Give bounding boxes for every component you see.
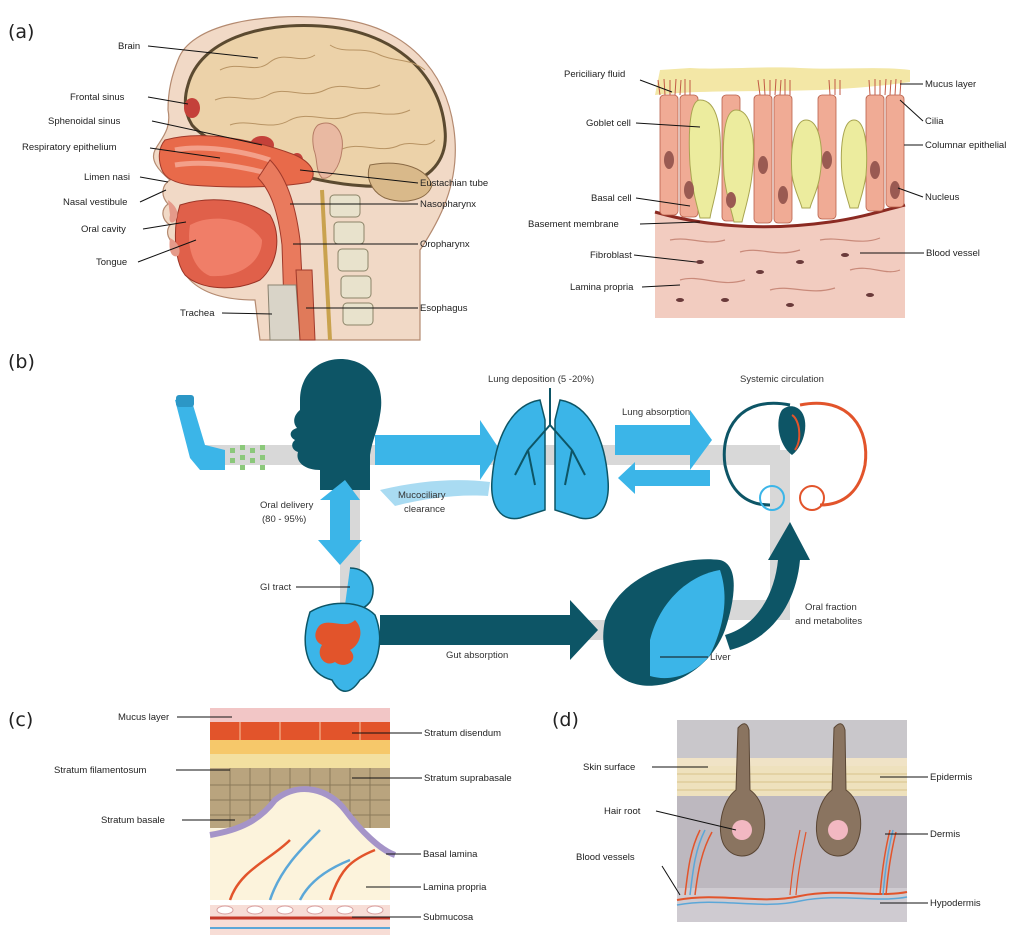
label-liver: Liver (710, 652, 731, 663)
label-sphenoidal-sinus: Sphenoidal sinus (48, 116, 121, 127)
label-and-metabolites: and metabolites (795, 616, 862, 627)
label-epidermis: Epidermis (930, 772, 972, 783)
label-stratum-disendum: Stratum disendum (424, 728, 501, 739)
label-blood-vessels: Blood vessels (576, 852, 635, 863)
label-skin-surface: Skin surface (583, 762, 635, 773)
label-c-lamina-propria: Lamina propria (423, 882, 487, 893)
label-gi-tract: GI tract (260, 582, 292, 593)
label-hair-root: Hair root (604, 806, 641, 817)
arrow-return (618, 462, 710, 494)
panel-label-a: (a) (8, 21, 34, 43)
label-columnar-epithelial: Columnar epithelial (925, 140, 1006, 151)
label-eustachian-tube: Eustachian tube (420, 178, 488, 189)
label-basal-lamina: Basal lamina (423, 849, 478, 860)
label-gut-absorption: Gut absorption (446, 650, 508, 661)
label-tongue: Tongue (96, 257, 127, 268)
label-dermis: Dermis (930, 829, 960, 840)
label-trachea: Trachea (180, 308, 215, 319)
panel-label-d: (d) (552, 709, 579, 731)
label-goblet-cell: Goblet cell (586, 118, 631, 129)
label-nucleus: Nucleus (925, 192, 960, 203)
drug-pathway-diagram (175, 359, 866, 691)
head-silhouette-icon (291, 359, 382, 490)
mucosa-layers-illustration (210, 708, 395, 935)
label-fibroblast: Fibroblast (590, 250, 632, 261)
head-cross-section-illustration (153, 17, 455, 340)
panel-label-c: (c) (8, 709, 33, 731)
label-stratum-suprabasale: Stratum suprabasale (424, 773, 512, 784)
label-periciliary-fluid: Periciliary fluid (564, 69, 625, 80)
label-oropharynx: Oropharynx (420, 239, 470, 250)
respiratory-epithelium-illustration (655, 67, 910, 318)
label-nasopharynx: Nasopharynx (420, 199, 476, 210)
label-stratum-filamentosum: Stratum filamentosum (54, 765, 146, 776)
label-respiratory-epithelium: Respiratory epithelium (22, 142, 117, 153)
label-oral-delivery-pct: (80 - 95%) (262, 514, 306, 525)
label-mucus-layer: Mucus layer (925, 79, 976, 90)
label-frontal-sinus: Frontal sinus (70, 92, 125, 103)
liver-icon (603, 559, 734, 686)
label-mucociliary: Mucociliary (398, 490, 446, 501)
label-submucosa: Submucosa (423, 912, 474, 923)
label-esophagus: Esophagus (420, 303, 468, 314)
panel-label-b: (b) (8, 351, 35, 373)
label-brain: Brain (118, 41, 140, 52)
label-oral-fraction: Oral fraction (805, 602, 857, 613)
label-lung-deposition: Lung deposition (5 -20%) (488, 374, 594, 385)
label-lung-absorption: Lung absorption (622, 407, 690, 418)
label-hypodermis: Hypodermis (930, 898, 981, 909)
label-limen-nasi: Limen nasi (84, 172, 130, 183)
label-c-mucus-layer: Mucus layer (118, 712, 169, 723)
skin-cross-section-illustration (677, 720, 907, 922)
label-lamina-propria: Lamina propria (570, 282, 634, 293)
label-basement-membrane: Basement membrane (528, 219, 619, 230)
label-cilia: Cilia (925, 116, 944, 127)
arrow-oral-fraction (725, 522, 810, 650)
label-clearance: clearance (404, 504, 445, 515)
arrow-to-lung (375, 420, 500, 480)
label-stratum-basale: Stratum basale (101, 815, 165, 826)
inhaler-icon (175, 395, 265, 470)
label-blood-vessel: Blood vessel (926, 248, 980, 259)
label-basal-cell: Basal cell (591, 193, 632, 204)
label-oral-delivery: Oral delivery (260, 500, 314, 511)
label-oral-cavity: Oral cavity (81, 224, 126, 235)
label-nasal-vestibule: Nasal vestibule (63, 197, 127, 208)
label-systemic-circulation: Systemic circulation (740, 374, 824, 385)
